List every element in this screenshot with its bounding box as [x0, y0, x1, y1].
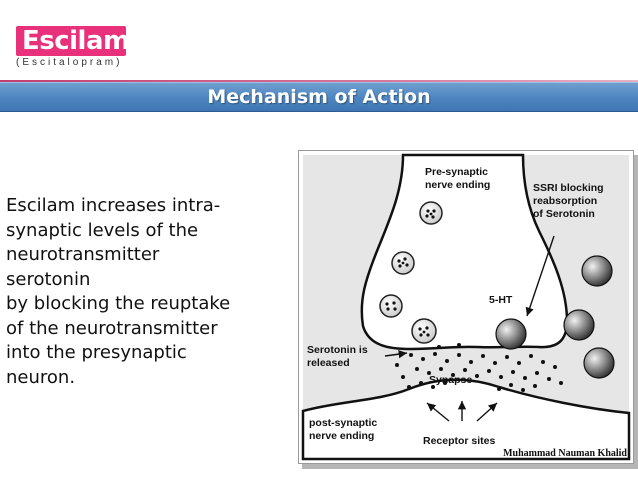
body-paragraph: Escilam increases intra- synaptic levels…	[6, 194, 276, 390]
figure-frame: Pre-synaptic nerve ending SSRI blocking …	[298, 150, 634, 464]
body-line: into the presynaptic	[6, 342, 187, 363]
logo-generic-name: (Escitalopram)	[16, 57, 123, 68]
label-postsynaptic-line1: post-synaptic	[309, 417, 377, 429]
label-5ht: 5-HT	[489, 294, 513, 306]
label-ssri-line2: reabsorption	[533, 195, 597, 207]
body-line: Escilam increases intra-	[6, 195, 221, 216]
label-presynaptic-line2: nerve ending	[425, 179, 490, 191]
diagram-arrows	[384, 235, 555, 422]
ssri-molecules	[495, 255, 615, 379]
label-postsynaptic-line2: nerve ending	[309, 430, 374, 442]
label-ssri-line3: of Serotonin	[533, 208, 595, 220]
presynaptic-terminal	[360, 153, 569, 351]
postsynaptic-membrane	[301, 378, 631, 461]
header-divider	[0, 80, 638, 82]
label-serotonin-line2: released	[307, 357, 350, 369]
author-credit: Muhammad Nauman Khalid	[503, 448, 627, 459]
serotonin-particles	[395, 343, 563, 392]
synapse-figure: Pre-synaptic nerve ending SSRI blocking …	[298, 150, 636, 468]
body-line: of the neurotransmitter	[6, 317, 218, 339]
brand-logo: Escilam (Escitalopram)	[10, 26, 130, 70]
logo-wordmark: Escilam	[16, 26, 130, 56]
body-line: by blocking the reuptake	[6, 293, 231, 314]
vesicles	[379, 201, 443, 344]
slide-title: Mechanism of Action	[207, 86, 431, 108]
label-receptor-sites: Receptor sites	[423, 435, 496, 447]
logo-brand-text: Escilam	[22, 26, 130, 56]
label-ssri-line1: SSRI blocking	[533, 182, 604, 194]
label-synapse: Synapse	[429, 374, 472, 386]
title-bar: Mechanism of Action	[0, 82, 638, 112]
label-presynaptic-line1: Pre-synaptic	[425, 166, 488, 178]
synapse-diagram: Pre-synaptic nerve ending SSRI blocking …	[301, 153, 631, 461]
label-serotonin-line1: Serotonin is	[307, 344, 368, 356]
body-line: synaptic levels of the	[6, 219, 199, 241]
body-line: serotonin	[6, 268, 91, 290]
body-line: neuron.	[6, 366, 76, 388]
body-line: neurotransmitter	[6, 244, 160, 265]
